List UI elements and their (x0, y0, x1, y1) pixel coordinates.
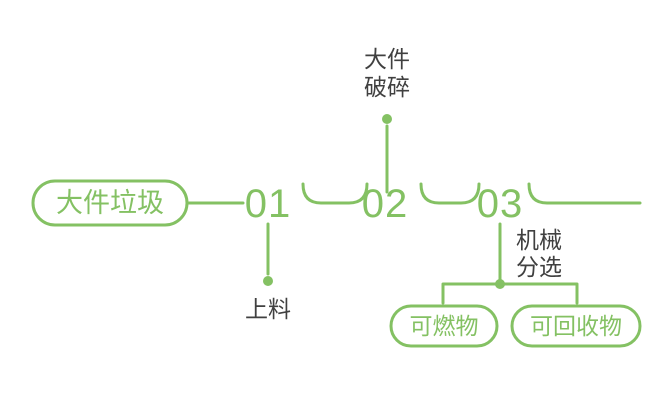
main-line-segment-3 (419, 182, 481, 205)
main-line-segment-2 (301, 182, 369, 205)
output-combustible-label: 可燃物 (410, 313, 479, 339)
step-02-number: 02 (362, 182, 409, 226)
output-pill-recyclable (510, 304, 642, 348)
branch-line (441, 282, 579, 305)
step-02-label-line2: 破碎 (364, 74, 410, 100)
source-pill-label: 大件垃圾 (56, 188, 164, 218)
step-03-number: 03 (477, 182, 524, 226)
output-pill-combustible (389, 304, 499, 348)
step-03-dot (495, 279, 505, 289)
step-01-label: 上料 (245, 296, 291, 322)
output-recyclable-label: 可回收物 (530, 313, 622, 339)
step-02-dot (382, 114, 392, 124)
step-03-label-line1: 机械 (516, 227, 562, 253)
step-01-dot (263, 276, 273, 286)
main-line-segment-4 (527, 182, 642, 205)
step-03-label-line2: 分选 (516, 254, 562, 280)
step-02-label-line1: 大件 (364, 46, 410, 72)
step-01-number: 01 (245, 182, 292, 226)
